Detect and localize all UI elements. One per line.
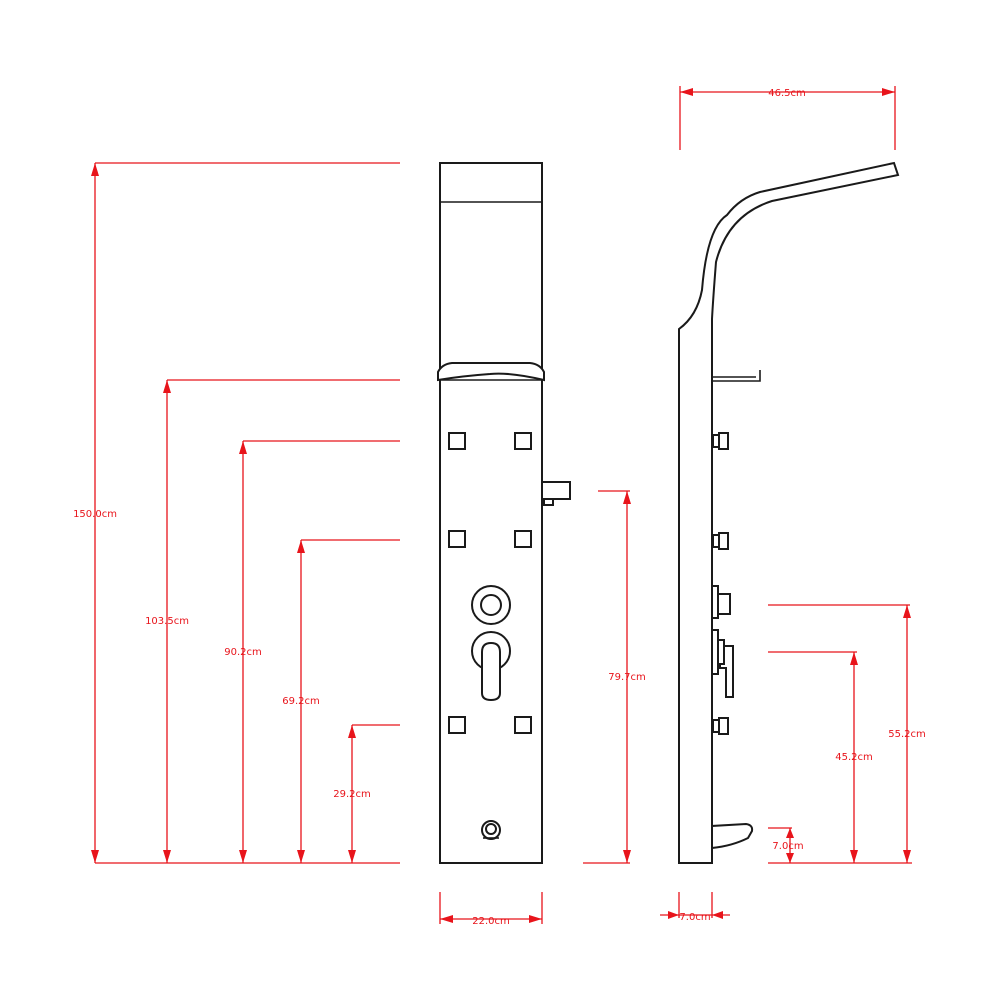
dim-hand-shower-height: 79.7cm: [608, 672, 646, 683]
tub-spout-inner: [485, 823, 497, 835]
front-view: [437, 162, 571, 864]
body-jet-top-right: [514, 432, 532, 450]
dim-bottom-jets-height: 29.2cm: [333, 789, 371, 800]
side-diverter-knob: [711, 585, 731, 619]
body-jet-bottom-right: [514, 716, 532, 734]
dim-middle-jets-height: 69.2cm: [282, 696, 320, 707]
body-jet-middle-left: [448, 530, 466, 548]
dim-spout-height: 7.0cm: [772, 841, 803, 852]
hand-shower-outlet-nozzle: [543, 498, 554, 506]
body-jet-middle-right: [514, 530, 532, 548]
front-dimensions: 150.0cm 103.5cm 90.2cm 69.2cm 29.2cm 79.…: [73, 162, 646, 927]
dim-top-jets-height: 90.2cm: [224, 647, 262, 658]
diverter-knob-inner: [480, 594, 502, 616]
side-shelf: [711, 370, 761, 382]
mixer-lever: [481, 641, 501, 702]
side-jet-bottom: [712, 717, 729, 735]
dim-panel-depth: 7.0cm: [679, 912, 710, 923]
dim-mixer-height: 45.2cm: [835, 752, 873, 763]
dim-panel-width: 22.0cm: [472, 916, 510, 927]
dim-total-height: 150.0cm: [73, 509, 117, 520]
body-jet-top-left: [448, 432, 466, 450]
side-tub-spout: [711, 822, 754, 850]
side-mixer-handle: [711, 629, 734, 698]
front-panel-outline: [439, 162, 543, 864]
dim-diverter-height: 55.2cm: [888, 729, 926, 740]
dim-head-reach: 46.5cm: [768, 88, 806, 99]
side-panel-outline: [678, 161, 900, 864]
side-dimensions: 46.5cm 7.0cm 7.0cm 45.2cm 55.2cm: [660, 86, 926, 923]
body-jet-bottom-left: [448, 716, 466, 734]
dim-shelf-height: 103.5cm: [145, 616, 189, 627]
side-jet-top: [712, 432, 729, 450]
hand-shower-outlet: [541, 481, 571, 500]
shelf: [437, 362, 545, 382]
side-jet-middle: [712, 532, 729, 550]
side-view: [678, 161, 900, 864]
